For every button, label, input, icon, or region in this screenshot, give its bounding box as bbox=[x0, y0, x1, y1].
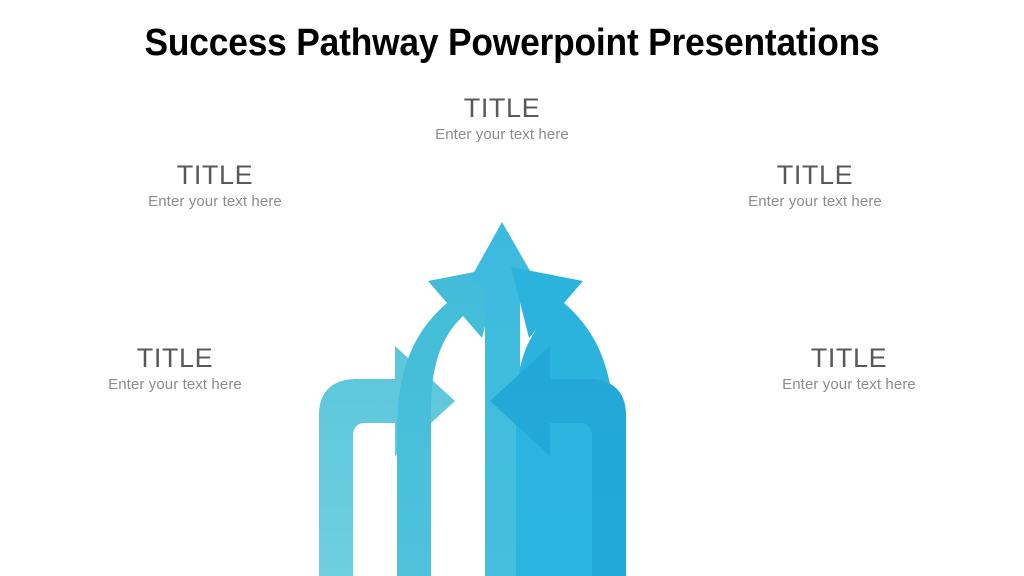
callout-upper-right: TITLE Enter your text here bbox=[702, 160, 928, 212]
branch-right-horizontal bbox=[490, 346, 626, 576]
callout-top-title: TITLE bbox=[463, 93, 541, 123]
callout-upper-right-title: TITLE bbox=[776, 160, 854, 190]
callout-upper-left-subtitle: Enter your text here bbox=[148, 193, 282, 210]
callout-top-subtitle: Enter your text here bbox=[435, 126, 569, 143]
callout-lower-right-subtitle: Enter your text here bbox=[782, 376, 916, 393]
callout-lower-left-title: TITLE bbox=[136, 343, 214, 373]
callout-upper-left-title: TITLE bbox=[176, 160, 254, 190]
callout-upper-left: TITLE Enter your text here bbox=[102, 160, 328, 212]
callout-lower-right: TITLE Enter your text here bbox=[736, 343, 962, 395]
callout-lower-left: TITLE Enter your text here bbox=[62, 343, 288, 395]
callout-upper-right-subtitle: Enter your text here bbox=[748, 193, 882, 210]
page-title: Success Pathway Powerpoint Presentations bbox=[144, 22, 880, 64]
callout-lower-left-subtitle: Enter your text here bbox=[108, 376, 242, 393]
branch-left-diagonal bbox=[397, 267, 500, 576]
callout-lower-right-title: TITLE bbox=[810, 343, 888, 373]
branch-left-horizontal bbox=[319, 346, 455, 576]
pathway-arrow-diagram bbox=[300, 205, 710, 576]
callout-top: TITLE Enter your text here bbox=[392, 93, 612, 145]
